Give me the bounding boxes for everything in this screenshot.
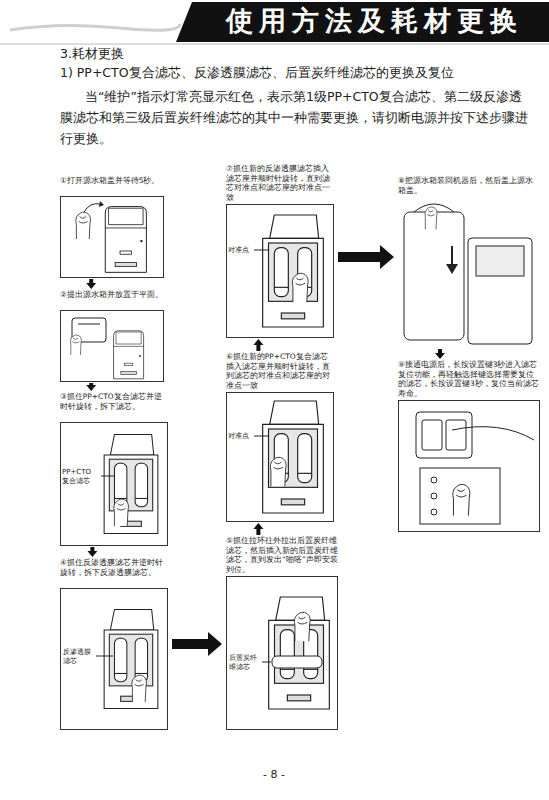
part-label: 对准点 xyxy=(228,432,252,441)
step-frame xyxy=(226,392,334,522)
part-label: 对准点 xyxy=(228,246,252,255)
step-arrow xyxy=(338,245,394,269)
step-arrow xyxy=(435,349,445,359)
step-frame xyxy=(398,198,538,348)
step-panel: ②提出源水箱并放置于平面。 xyxy=(60,290,164,382)
step-arrow xyxy=(253,339,263,351)
step-arrow xyxy=(86,383,96,391)
step-arrow xyxy=(86,279,96,289)
instruction-text: 当“维护”指示灯常亮显示红色，表示第1级PP+CTO复合滤芯、第二级反渗透膜滤芯… xyxy=(60,86,530,149)
step-caption: ④抓住反渗透膜滤芯并逆时针旋转，拆下反渗透膜滤芯。 xyxy=(60,558,168,588)
page-number: - 8 - xyxy=(244,768,304,782)
step-panel: ⑧把源水箱装回机器后，然后盖上源水箱盖。 xyxy=(398,176,538,348)
step-frame xyxy=(60,310,164,382)
header-title: 使用方法及耗材更换 xyxy=(226,5,523,37)
step-panel: ⑤抓住拉环往外拉出后置炭纤维滤芯，然后插入新的后置炭纤维滤芯，直到发出“啪嗒”声… xyxy=(226,536,338,730)
section-heading: 3.耗材更换 xyxy=(60,46,280,62)
step-arrow xyxy=(172,632,222,656)
step-arrow xyxy=(253,523,263,535)
step-panel: ⑨接通电源后，长按设置键3秒进入滤芯复位功能，再轻触选择键选择需要复位的滤芯，长… xyxy=(398,360,540,532)
step-caption: ⑧把源水箱装回机器后，然后盖上源水箱盖。 xyxy=(398,176,538,198)
step-frame xyxy=(60,196,164,278)
part-label: PP+CTO 复合滤芯 xyxy=(62,468,98,486)
step-panel: ①打开源水箱盖并等待5秒。 xyxy=(60,176,164,278)
step-frame xyxy=(226,204,334,338)
step-caption: ⑥抓住新的PP+CTO复合滤芯插入滤芯座并顺时针旋转，直到滤芯的对准点和滤芯座的… xyxy=(226,352,334,392)
part-label: 后置炭纤维滤芯 xyxy=(229,654,260,672)
step-panel: ④抓住反渗透膜滤芯并逆时针旋转，拆下反渗透膜滤芯。 xyxy=(60,558,168,730)
step-caption: ③抓住PP+CTO复合滤芯并逆时针旋转，拆下滤芯。 xyxy=(60,392,168,422)
step-caption: ⑨接通电源后，长按设置键3秒进入滤芯复位功能，再轻触选择键选择需要复位的滤芯，长… xyxy=(398,360,540,400)
step-frame xyxy=(226,576,338,730)
part-label: 反渗透膜滤芯 xyxy=(63,648,94,666)
step-frame xyxy=(398,400,540,532)
step-caption: ②提出源水箱并放置于平面。 xyxy=(60,290,164,310)
step-caption: ①打开源水箱盖并等待5秒。 xyxy=(60,176,164,196)
step-arrow xyxy=(87,547,97,557)
step-caption: ⑤抓住拉环往外拉出后置炭纤维滤芯，然后插入新的后置炭纤维滤芯，直到发出“啪嗒”声… xyxy=(226,536,338,576)
step-caption: ⑦抓住新的反渗透膜滤芯插入滤芯座并顺时针旋转，直到滤芯对准点和滤芯座的对准点一致 xyxy=(226,164,334,204)
subsection-heading: 1) PP+CTO复合滤芯、反渗透膜滤芯、后置炭纤维滤芯的更换及复位 xyxy=(60,64,540,82)
